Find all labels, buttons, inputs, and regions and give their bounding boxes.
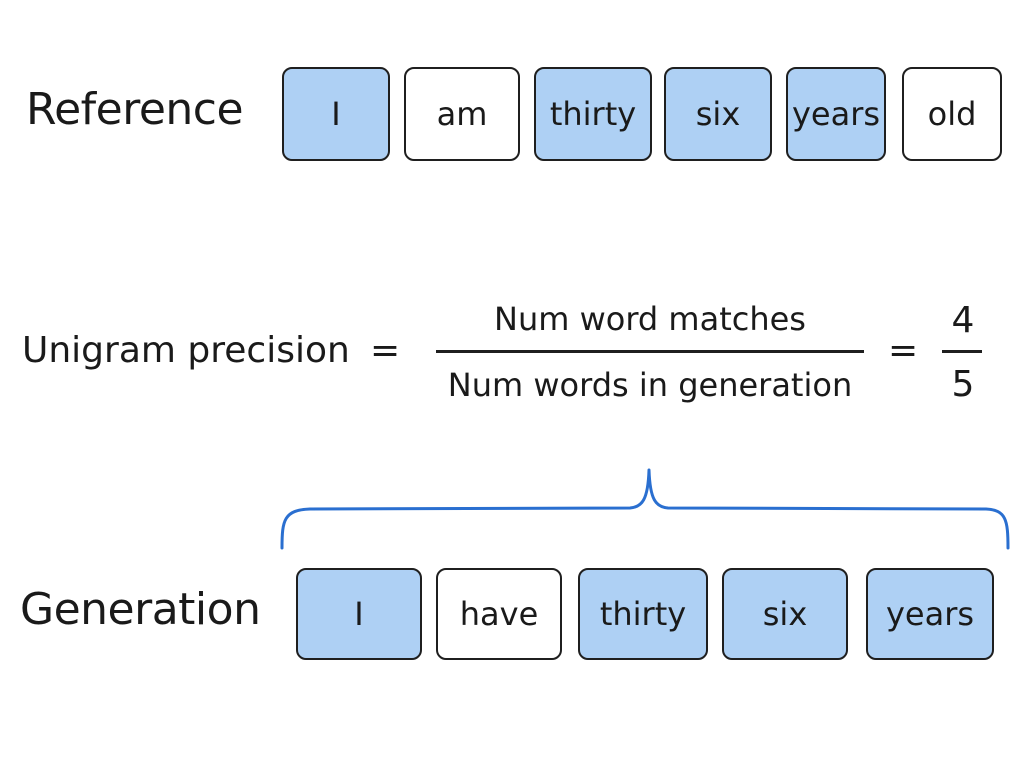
result-fraction-bar	[942, 350, 982, 353]
reference-token-4: years	[786, 67, 886, 161]
reference-token-5: old	[902, 67, 1002, 161]
generation-token-1: have	[436, 568, 562, 660]
generation-token-3: six	[722, 568, 848, 660]
reference-label: Reference	[26, 84, 244, 135]
result-denominator: 5	[951, 364, 975, 405]
formula-lhs: Unigram precision	[22, 330, 350, 371]
reference-token-2: thirty	[534, 67, 652, 161]
formula-equals: =	[370, 330, 401, 371]
formula-fraction-bar	[436, 350, 864, 353]
formula-denominator: Num words in generation	[447, 366, 853, 404]
reference-token-0: I	[282, 67, 390, 161]
generation-token-0: I	[296, 568, 422, 660]
result-numerator: 4	[951, 300, 975, 341]
generation-token-4: years	[866, 568, 994, 660]
generation-token-2: thirty	[578, 568, 708, 660]
generation-label: Generation	[20, 584, 261, 635]
formula-equals-2: =	[888, 330, 919, 371]
reference-token-3: six	[664, 67, 772, 161]
reference-token-1: am	[404, 67, 520, 161]
formula-numerator: Num word matches	[494, 300, 806, 338]
